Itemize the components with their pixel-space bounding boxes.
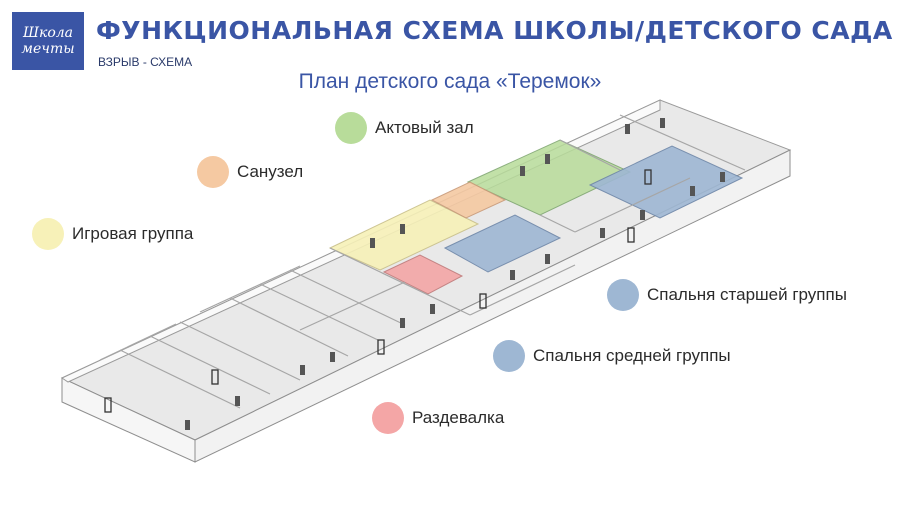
legend-label-assembly-hall: Актовый зал [375, 118, 474, 137]
legend-item-bathroom: Санузел [197, 156, 303, 188]
windows [185, 118, 725, 430]
legend-dot-middle-bedroom [493, 340, 525, 372]
logo-line-1: Школа [22, 25, 74, 41]
legend-dot-assembly-hall [335, 112, 367, 144]
legend-label-cloakroom: Раздевалка [412, 408, 505, 427]
plan-title: План детского сада «Теремок» [298, 70, 602, 93]
zone-play-group [328, 199, 480, 271]
zone-middle-bedroom [443, 214, 562, 273]
outer-wall-side [194, 149, 791, 463]
legend-item-assembly-hall: Актовый зал [335, 112, 474, 144]
school-logo: Школа мечты [12, 12, 84, 70]
page-subtitle: ВЗРЫВ - СХЕМА [98, 55, 193, 69]
zone-bathroom [430, 181, 507, 219]
legend-label-middle-bedroom: Спальня средней группы [533, 346, 731, 365]
zone-senior-bedroom [588, 145, 744, 219]
zone-cloakroom [382, 254, 464, 295]
legend-dot-senior-bedroom [607, 279, 639, 311]
legend-label-senior-bedroom: Спальня старшей группы [647, 285, 847, 304]
legend-item-play-group: Игровая группа [32, 218, 193, 250]
logo-line-2: мечты [21, 41, 75, 57]
legend-dot-cloakroom [372, 402, 404, 434]
doors [104, 169, 652, 413]
interior-walls [99, 114, 746, 409]
legend-dot-play-group [32, 218, 64, 250]
legend-label-play-group: Игровая группа [72, 224, 194, 243]
legend-label-bathroom: Санузел [237, 162, 304, 181]
legend-dot-bathroom [197, 156, 229, 188]
page-title: ФУНКЦИОНАЛЬНАЯ СХЕМА ШКОЛЫ/ДЕТСКОГО САДА [96, 16, 893, 45]
legend-item-cloakroom: Раздевалка [372, 402, 504, 434]
legend-item-middle-bedroom: Спальня средней группы [493, 340, 731, 372]
legend-item-senior-bedroom: Спальня старшей группы [607, 279, 847, 311]
